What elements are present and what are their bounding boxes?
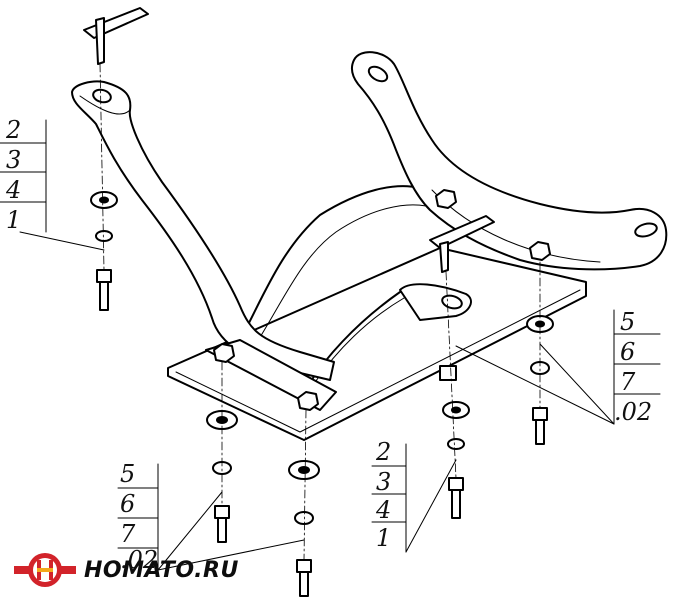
clip-plate-center [429, 215, 495, 273]
callout-bottom-right-2: 3 [376, 468, 392, 496]
callout-left-3: 4 [6, 176, 22, 204]
logo-text: HOMATO.RU [84, 557, 239, 583]
bracket-foot-left [205, 339, 337, 411]
callout-left-4: 1 [6, 206, 22, 234]
callout-bottom-right-1: 2 [376, 438, 392, 466]
callout-left-1: 2 [6, 116, 22, 144]
homato-logo: HOMATO.RU [12, 548, 239, 592]
callout-left-2: 3 [6, 146, 22, 174]
callout-bottom-left-4: .02 [120, 546, 159, 574]
right-bracket [350, 51, 668, 271]
callout-right-2: 6 [620, 338, 636, 366]
callout-right-3: 7 [620, 368, 636, 396]
callout-bottom-right-4: 1 [376, 524, 392, 552]
fastener-stack-center [439, 365, 470, 519]
callout-bottom-left-3: 7 [120, 520, 136, 548]
fastener-stack-bottom-center [288, 460, 320, 597]
leader-lines [0, 119, 661, 571]
fastener-stack-left [90, 191, 118, 311]
callout-bottom-left-1: 5 [120, 460, 136, 488]
callout-bottom-left-2: 6 [120, 490, 136, 518]
bracket-foot-center [399, 283, 472, 321]
callout-right-4: .02 [614, 398, 653, 426]
clip-plate-top [83, 7, 149, 65]
center-lines [99, 63, 541, 561]
mounted-nuts [213, 189, 551, 411]
callout-right-1: 5 [620, 308, 636, 336]
callout-bottom-right-3: 4 [376, 496, 392, 524]
homato-logo-emblem-icon [14, 553, 76, 587]
